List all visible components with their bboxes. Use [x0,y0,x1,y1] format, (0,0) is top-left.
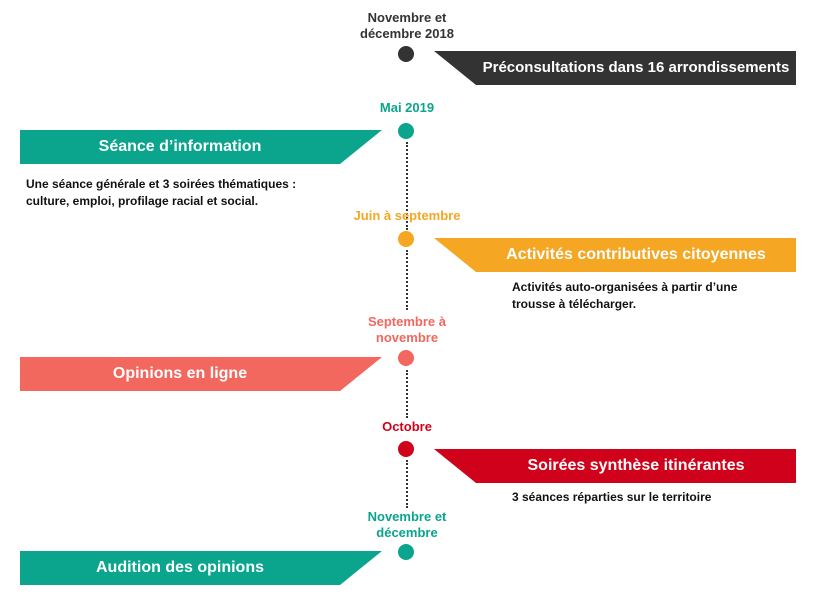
banner-pointer [340,551,382,585]
event-date: Mai 2019 [379,100,435,115]
event-date: Octobre [382,419,432,434]
event-banner: Audition des opinions [20,551,340,585]
event-banner: Soirées synthèse itinérantes [476,449,796,483]
banner-pointer [434,449,476,483]
banner-pointer [434,238,476,272]
event-banner: Préconsultations dans 16 arrondissements [476,51,796,85]
event-date: Novembre et décembre [367,509,447,540]
banner-pointer [340,130,382,164]
timeline-dot [398,231,414,247]
event-date: Septembre à novembre [367,314,447,345]
connector-line [406,370,408,418]
event-banner: Séance d’information [20,130,340,164]
event-banner: Activités contributives citoyennes [476,238,796,272]
timeline-dot [398,350,414,366]
connector-line [406,142,408,230]
event-date: Juin à septembre [353,208,461,223]
timeline-dot [398,441,414,457]
timeline-dot [398,544,414,560]
timeline-dot [398,123,414,139]
event-description: 3 séances réparties sur le territoire [512,490,712,504]
banner-pointer [434,51,476,85]
timeline-dot [398,46,414,62]
event-date: Novembre et décembre 2018 [360,10,454,41]
banner-pointer [340,357,382,391]
event-banner: Opinions en ligne [20,357,340,391]
event-description: Une séance générale et 3 soirées thémati… [26,177,297,208]
connector-line [406,460,408,508]
event-description: Activités auto-organisées à partir d’une… [512,280,738,311]
connector-line [406,250,408,310]
